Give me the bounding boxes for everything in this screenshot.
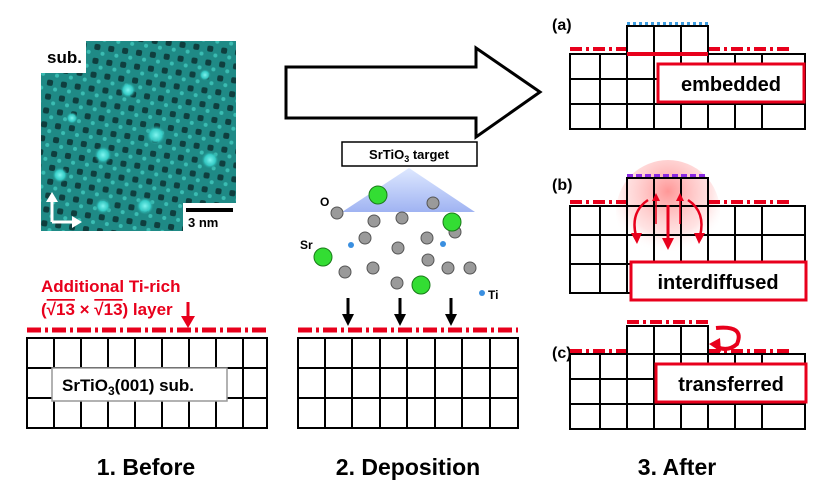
panel-b-lattice: interdiffused: [569, 160, 808, 302]
panel-b-label: interdiffused: [657, 272, 778, 294]
panel-a-label: embedded: [681, 74, 781, 96]
caption-after: 3. After: [638, 454, 716, 480]
deposition-arrows: [342, 298, 457, 326]
stm-image: sub. 3 nm: [41, 41, 236, 231]
o-label: O: [320, 195, 329, 209]
target-label: SrTiO3 target: [369, 147, 450, 164]
sr-label: Sr: [300, 238, 313, 252]
diffusion-arrows-icon: [631, 193, 705, 250]
down-arrow-icon: [181, 302, 195, 328]
axes-arrows-icon: [46, 192, 82, 228]
caption-before: 1. Before: [97, 454, 195, 480]
target-box: SrTiO3 target: [341, 141, 478, 167]
scale-bar-label: 3 nm: [188, 215, 218, 230]
panel-b-tag: (b): [552, 177, 572, 194]
substrate-label: SrTiO3(001) sub.: [62, 376, 194, 398]
ti-label: Ti: [488, 288, 498, 302]
deposition-lattice: [297, 327, 519, 429]
stm-sub-label: sub.: [47, 48, 82, 67]
panel-c-label: transferred: [678, 374, 784, 396]
caption-deposition: 2. Deposition: [336, 454, 480, 480]
panel-a-lattice: embedded: [569, 22, 806, 130]
panel-c-tag: (c): [552, 345, 572, 362]
panel-a-tag: (a): [552, 17, 572, 34]
particles: [313, 185, 485, 296]
before-lattice: SrTiO3(001) sub.: [26, 327, 268, 429]
panel-c-lattice: transferred: [569, 320, 808, 430]
big-right-arrow-icon: [284, 45, 543, 140]
curved-transfer-arrow-icon: [709, 325, 741, 352]
tirich-layer-label-line1: Additional Ti-rich: [41, 277, 180, 296]
ablation-plume: [342, 168, 475, 212]
tirich-layer-label-line2: (√13 × √13) layer: [41, 300, 173, 319]
